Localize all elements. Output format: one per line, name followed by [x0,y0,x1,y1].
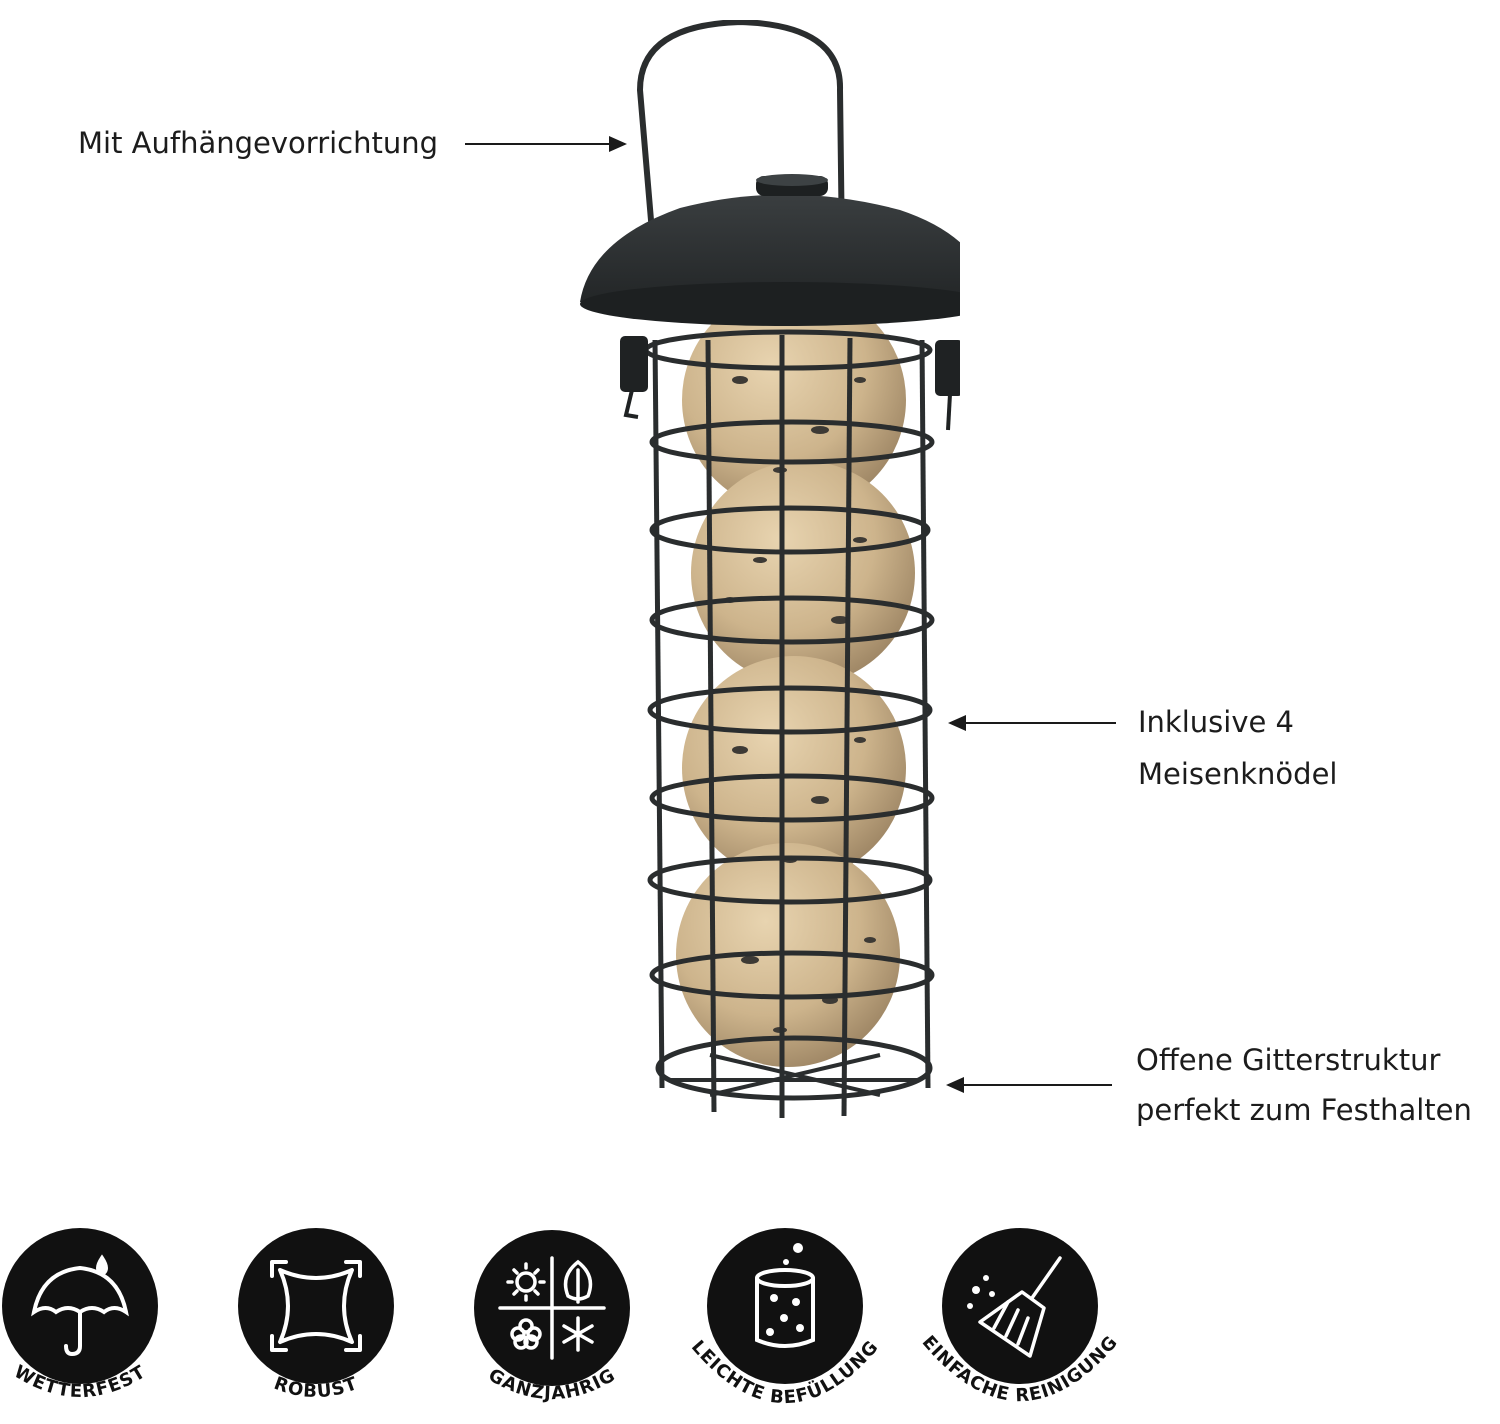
arrow-grid [946,1077,1112,1093]
badge-einfache-reinigung: EINFACHE REINIGUNG [910,1228,1130,1424]
snowflake-icon [562,1316,594,1352]
badge-leichte-befuellung: LEICHTE BEFÜLLUNG [680,1228,890,1424]
cylinder-filling-icon [755,1243,815,1348]
brush-cleaning-icon [967,1256,1062,1358]
roof-clips [620,336,963,431]
bird-feeder-svg [580,18,992,1118]
callout-hanger: Mit Aufhängevorrichtung [78,126,439,160]
suet-ball [682,656,906,880]
badge-robust: ROBUST [236,1228,396,1422]
four-seasons-icon [498,1256,606,1360]
sun-icon [515,1271,537,1293]
cage-bottom [670,1053,920,1097]
bird-feeder-illustration [560,18,992,1134]
suet-ball [691,461,915,685]
callout-grid-line2: perfekt zum Festhalten [1136,1093,1472,1127]
cage-rings [643,329,935,1101]
umbrella-rain-icon [31,1254,129,1357]
feeder-roof [580,174,992,326]
square-arrows-icon [270,1260,362,1352]
callout-balls: Inklusive 4 Meisenknödel [1138,705,1338,791]
arrow-balls [948,715,1116,731]
badge-ganzjaehrig: GANZJÄHRIG [472,1230,632,1424]
flower-icon [510,1318,542,1350]
badge-wetterfest: WETTERFEST [0,1228,160,1422]
callout-grid-line1: Offene Gitterstruktur [1136,1043,1441,1077]
leaf-icon [563,1259,593,1304]
hanger-wire [636,18,845,253]
arrow-hanger [465,136,627,152]
